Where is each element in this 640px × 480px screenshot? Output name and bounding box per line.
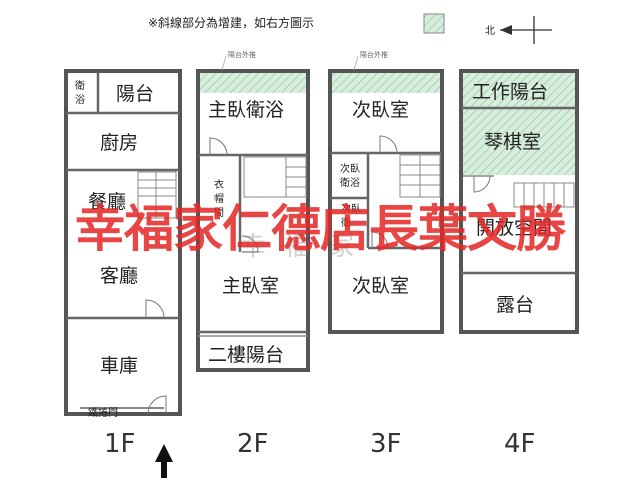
room-4f-piano: 琴棋室 <box>484 131 541 153</box>
room-1f-dining: 餐廳 <box>88 191 126 213</box>
room-3f-bath-2: 衛浴 <box>340 176 360 189</box>
room-1f-garage: 車庫 <box>100 355 138 377</box>
floor-3f: 陽台外推 次臥室 次臥 衛浴 次臥 衛 次臥室 <box>328 50 444 334</box>
room-1f-bath-2: 浴 <box>75 94 85 106</box>
floor-2f: 陽台外推 主臥衛浴 衣 帽 間 主臥室 二樓陽台 <box>196 50 310 372</box>
room-1f-bath-1: 衛 <box>75 79 85 92</box>
room-3f-small-1: 次臥 <box>341 202 361 215</box>
entrance-arrow-icon <box>155 444 173 478</box>
hatch-3f <box>330 71 442 93</box>
room-3f-small-2: 衛 <box>341 216 351 229</box>
north-label: 北 <box>485 25 495 37</box>
room-2f-closet-1: 衣 <box>214 178 224 191</box>
room-1f-living: 客廳 <box>100 265 138 287</box>
north-arrow-icon <box>500 16 552 44</box>
hatch-4f <box>463 73 575 175</box>
note-2f: 陽台外推 <box>228 50 256 59</box>
floor-label-1f: 1F <box>104 429 136 459</box>
note-3f: 陽台外推 <box>360 50 388 59</box>
hatch-2f <box>198 71 308 93</box>
room-2f-master-bath: 主臥衛浴 <box>208 99 284 121</box>
room-2f-closet-2: 帽 <box>214 192 224 205</box>
room-2f-master: 主臥室 <box>222 275 279 297</box>
room-1f-balcony: 陽台 <box>116 83 154 105</box>
floor-label-3f: 3F <box>370 429 402 459</box>
room-2f-closet-3: 間 <box>214 207 224 219</box>
door-note-1f: 鐵捲門 <box>88 406 118 419</box>
floor-label-2f: 2F <box>237 429 269 459</box>
room-4f-terrace: 露台 <box>496 294 534 316</box>
floor-1f: 衛 浴 陽台 廚房 餐廳 客廳 車庫 鐵捲門 <box>64 69 182 419</box>
floor-label-4f: 4F <box>504 429 536 459</box>
room-3f-bath-1: 次臥 <box>340 162 360 175</box>
room-2f-balcony: 二樓陽台 <box>208 344 284 366</box>
room-4f-work-balcony: 工作陽台 <box>472 81 548 103</box>
legend-hatch-swatch <box>423 13 445 34</box>
room-3f-top: 次臥室 <box>352 99 409 121</box>
floor-4f: 工作陽台 琴棋室 開放空間 露台 <box>459 69 579 334</box>
legend-note: ※斜線部分為增建，如右方圖示 <box>148 15 314 30</box>
room-1f-kitchen: 廚房 <box>100 131 138 154</box>
room-3f-bottom: 次臥室 <box>352 275 409 297</box>
room-4f-open: 開放空間 <box>476 217 552 239</box>
